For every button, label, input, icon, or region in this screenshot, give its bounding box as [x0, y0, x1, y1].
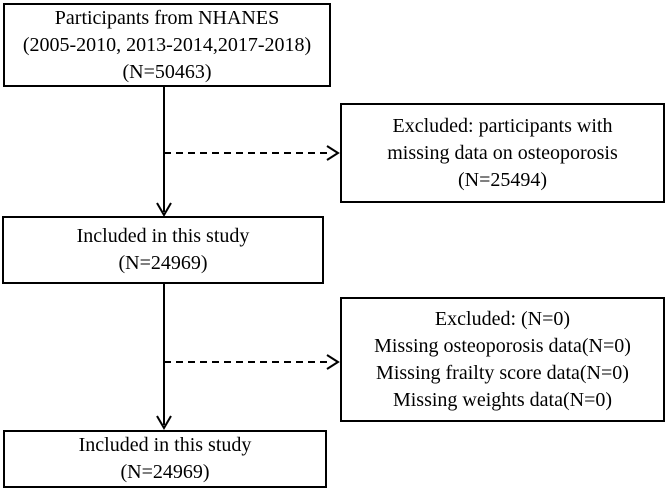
arrow-down-included-to-included — [156, 284, 172, 430]
arrowhead-right-icon — [326, 145, 340, 161]
box-text-line: Included in this study — [76, 225, 250, 247]
box-text-line: Missing weights data(N=0) — [392, 388, 613, 411]
box-text-line: missing data on osteoporosis — [387, 141, 618, 164]
box-included-in-study-1: Included in this study (N=24969) — [2, 216, 324, 284]
box-text-line: (N=24969) — [120, 461, 210, 483]
box-participants-nhanes: Participants from NHANES (2005-2010, 201… — [3, 3, 331, 87]
dashed-arrow-excluded-2 — [164, 354, 340, 370]
box-included-in-study-2: Included in this study (N=24969) — [3, 430, 327, 488]
box-text-line: (N=50463) — [122, 60, 212, 83]
arrow-down-nhanes-to-included — [156, 86, 172, 217]
box-text-line: (2005-2010, 2013-2014,2017-2018) — [22, 33, 312, 56]
box-text-line: Missing osteoporosis data(N=0) — [374, 334, 631, 357]
dashed-arrow-excluded-1 — [164, 145, 340, 161]
box-text-line: Excluded: participants with — [392, 114, 613, 137]
box-text-line: Missing frailty score data(N=0) — [376, 361, 629, 384]
box-excluded-missing-osteoporosis: Excluded: participants with missing data… — [340, 103, 665, 203]
box-text-line: (N=25494) — [457, 168, 548, 191]
box-text-line: (N=24969) — [118, 252, 208, 274]
box-text-line: Excluded: (N=0) — [434, 307, 571, 330]
arrowhead-down-icon — [156, 202, 172, 217]
box-text-line: Participants from NHANES — [54, 6, 280, 29]
arrowhead-down-icon — [156, 415, 172, 430]
box-text-line: Included in this study — [78, 434, 252, 456]
box-excluded-n0: Excluded: (N=0) Missing osteoporosis dat… — [340, 297, 665, 422]
arrowhead-right-icon — [326, 354, 340, 370]
